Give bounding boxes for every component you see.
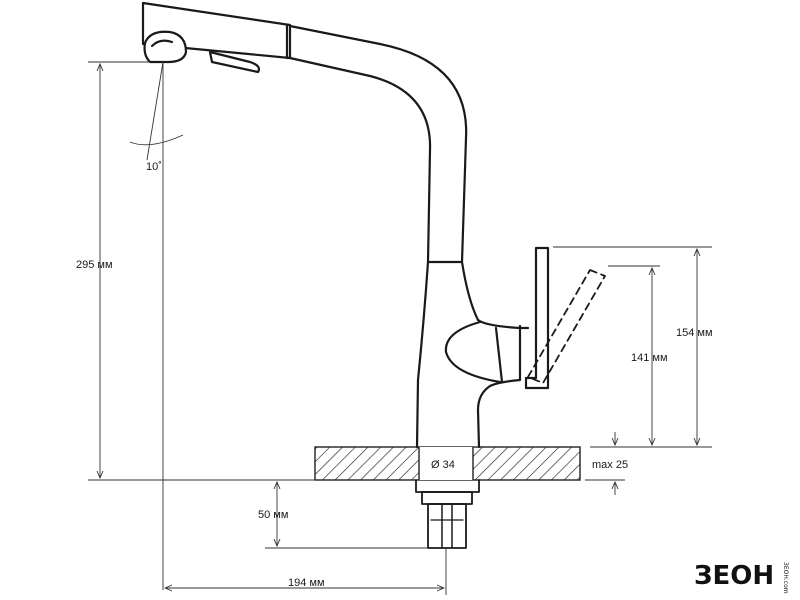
base-diameter-label: Ø 34 bbox=[431, 459, 455, 471]
height-total-label: 295 мм bbox=[76, 259, 113, 271]
logo-main-text: ЗЕОН bbox=[694, 561, 774, 591]
lever-height-label: 141 мм bbox=[631, 352, 668, 364]
lever-height-raised-label: 154 мм bbox=[676, 327, 713, 339]
countertop bbox=[314, 446, 581, 481]
faucet-body bbox=[141, 1, 606, 549]
brand-logo: ЗЕОН ЗЕОН.com bbox=[694, 561, 789, 594]
dimension-lines bbox=[88, 61, 712, 595]
spout-angle-label: 10˚ bbox=[146, 161, 162, 173]
reach-label: 194 мм bbox=[288, 577, 325, 589]
max-countertop-label: max 25 bbox=[592, 459, 628, 471]
shank-length-label: 50 мм bbox=[258, 509, 288, 521]
logo-side-text: ЗЕОН.com bbox=[782, 562, 789, 594]
